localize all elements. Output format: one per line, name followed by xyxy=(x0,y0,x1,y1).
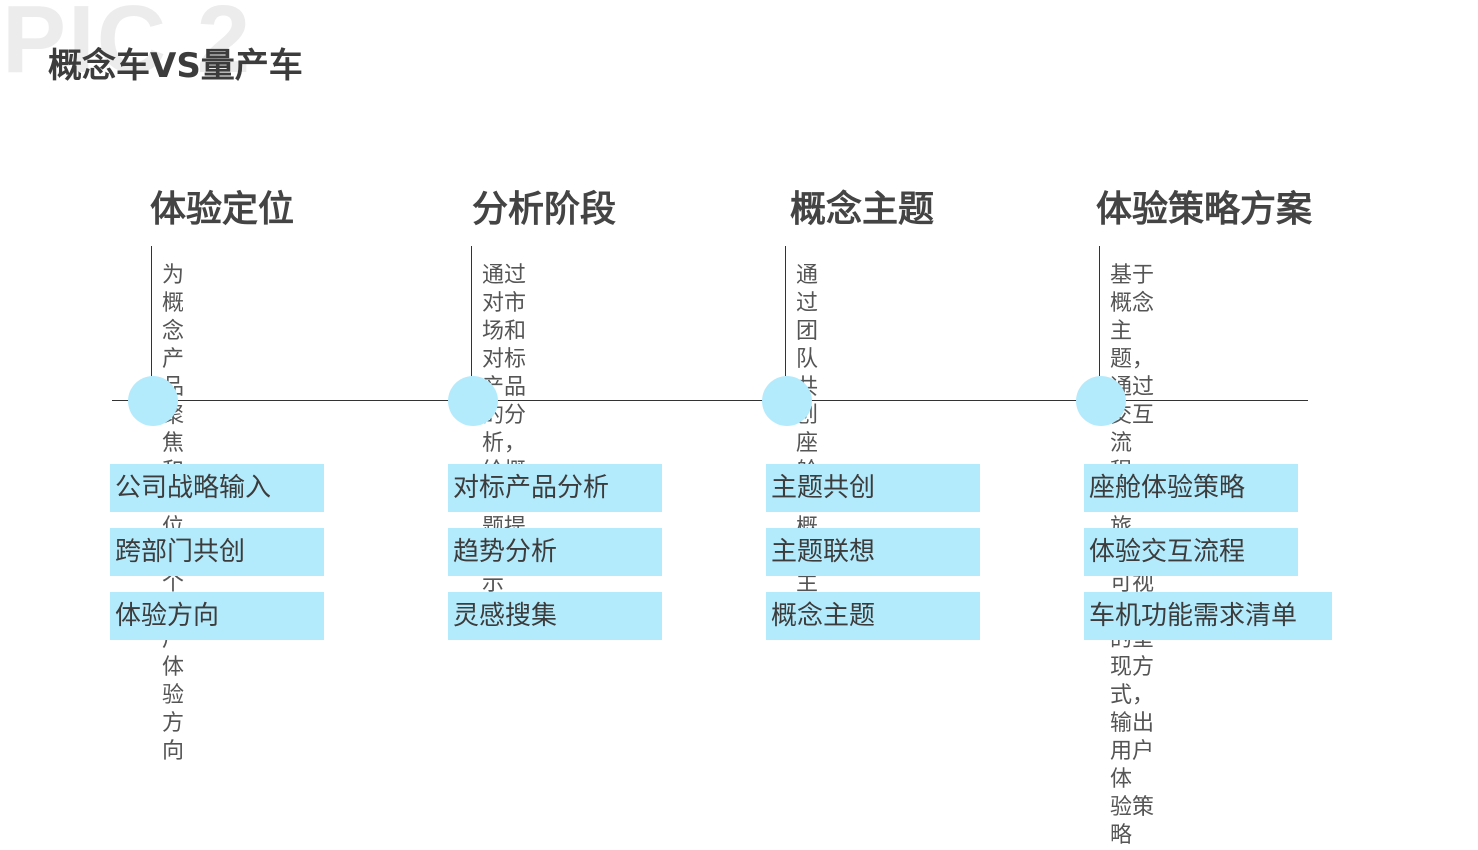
timeline-line xyxy=(112,400,1308,401)
item-tag: 公司战略输入 xyxy=(110,464,324,512)
timeline-node xyxy=(762,376,812,426)
stage-title: 体验策略方案 xyxy=(1096,189,1313,230)
stage-title: 体验定位 xyxy=(150,189,295,230)
watermark-text: PIC 2 xyxy=(2,0,253,93)
item-tag: 主题共创 xyxy=(766,464,980,512)
item-tag: 概念主题 xyxy=(766,592,980,640)
timeline-node xyxy=(1076,376,1126,426)
stage-title: 概念主题 xyxy=(790,189,935,230)
stage-connector xyxy=(471,246,472,376)
timeline-node xyxy=(128,376,178,426)
stage-connector xyxy=(1099,246,1100,376)
item-tag: 跨部门共创 xyxy=(110,528,324,576)
item-tag: 座舱体验策略 xyxy=(1084,464,1298,512)
item-tag: 车机功能需求清单 xyxy=(1084,592,1332,640)
stage-description: 为概念产品聚焦和定位 一个用户体验方向 xyxy=(162,263,185,764)
item-tag: 主题联想 xyxy=(766,528,980,576)
stage-connector xyxy=(151,246,152,376)
item-tag: 趋势分析 xyxy=(448,528,662,576)
page-title: 概念车VS量产车 xyxy=(48,46,303,86)
item-tag: 体验交互流程 xyxy=(1084,528,1298,576)
item-tag: 灵感搜集 xyxy=(448,592,662,640)
item-tag: 对标产品分析 xyxy=(448,464,662,512)
stage-connector xyxy=(785,246,786,376)
stage-title: 分析阶段 xyxy=(472,189,617,230)
item-tag: 体验方向 xyxy=(110,592,324,640)
timeline-node xyxy=(448,376,498,426)
